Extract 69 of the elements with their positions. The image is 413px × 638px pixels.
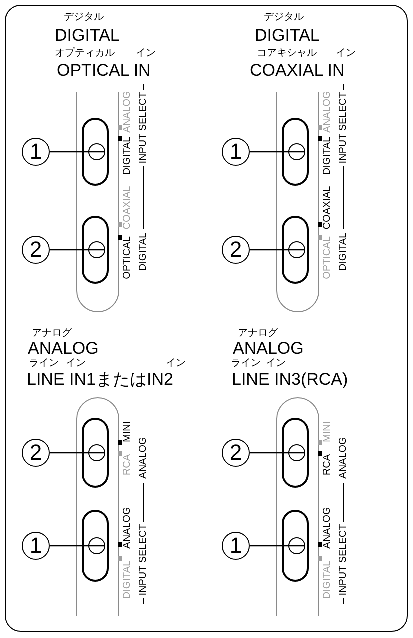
leader-line xyxy=(250,151,282,153)
switch-position-label: INPUT SELECT xyxy=(139,524,149,596)
input-heading: ANALOG xyxy=(28,340,99,357)
switch-position-label: RCA xyxy=(123,454,133,476)
input-heading: DIGITAL xyxy=(55,27,120,44)
leader-line xyxy=(250,452,282,454)
switch-position-label: RCA xyxy=(323,454,333,476)
slide-switch xyxy=(82,216,109,284)
leader-line xyxy=(250,545,282,547)
switch-position-label: INPUT SELECT xyxy=(339,92,349,164)
callout-number: 1 xyxy=(22,138,50,166)
slide-switch xyxy=(282,510,309,582)
furigana-text: イン xyxy=(66,359,86,369)
switch-position-label: DIGITAL xyxy=(123,560,133,600)
callout-number: 1 xyxy=(222,138,250,166)
callout-number: 1 xyxy=(222,532,250,560)
slide-switch xyxy=(282,418,309,488)
leader-line xyxy=(50,249,82,251)
furigana-text: ライン xyxy=(231,359,261,369)
furigana-text: イン xyxy=(336,49,356,59)
switch-position-label: ANALOG xyxy=(123,91,133,133)
furigana-text: デジタル xyxy=(64,13,104,23)
input-heading: LINE IN3(RCA) xyxy=(232,371,348,388)
switch-position-label: MINI xyxy=(123,421,133,443)
leader-line xyxy=(50,545,82,547)
input-heading: LINE IN1またはIN2 xyxy=(27,371,174,388)
input-heading: ANALOG xyxy=(233,340,304,357)
switch-position-label: DIGITAL xyxy=(123,136,133,176)
switch-position-label: DIGITAL xyxy=(323,136,333,176)
switch-position-label: INPUT SELECT xyxy=(339,524,349,596)
furigana-text: イン xyxy=(166,359,186,369)
switch-position-label: DIGITAL xyxy=(339,232,349,272)
callout-number: 2 xyxy=(22,439,50,467)
switch-position-label: DIGITAL xyxy=(139,232,149,272)
switch-position-label: MINI xyxy=(323,421,333,443)
furigana-text: イン xyxy=(266,359,286,369)
switch-position-label: INPUT SELECT xyxy=(139,92,149,164)
switch-position-label: ANALOG xyxy=(323,91,333,133)
slide-switch xyxy=(82,118,109,186)
switch-position-label: ANALOG xyxy=(339,437,349,479)
switch-position-label: OPTICAL xyxy=(123,236,133,280)
leader-line xyxy=(50,151,82,153)
switch-position-label: COAXIAL xyxy=(323,186,333,230)
callout-number: 2 xyxy=(22,236,50,264)
furigana-text: アナログ xyxy=(32,329,72,339)
slide-switch xyxy=(82,510,109,582)
callout-number: 1 xyxy=(22,532,50,560)
furigana-text: デジタル xyxy=(264,13,304,23)
leader-line xyxy=(50,452,82,454)
slide-switch xyxy=(82,418,109,488)
slide-switch xyxy=(282,216,309,284)
switch-position-label: ANALOG xyxy=(123,507,133,549)
furigana-text: コアキシャル xyxy=(257,49,317,59)
slide-switch xyxy=(282,118,309,186)
switch-position-label: ANALOG xyxy=(323,507,333,549)
switch-position-label: DIGITAL xyxy=(323,560,333,600)
furigana-text: ライン xyxy=(29,359,59,369)
callout-number: 2 xyxy=(222,236,250,264)
input-heading: DIGITAL xyxy=(255,27,320,44)
furigana-text: イン xyxy=(136,49,156,59)
switch-position-label: COAXIAL xyxy=(123,186,133,230)
callout-number: 2 xyxy=(222,439,250,467)
input-heading: COAXIAL IN xyxy=(250,62,345,79)
furigana-text: アナログ xyxy=(238,329,278,339)
switch-position-label: OPTICAL xyxy=(323,236,333,280)
furigana-text: オプティカル xyxy=(55,49,115,59)
leader-line xyxy=(250,249,282,251)
switch-position-label: ANALOG xyxy=(139,437,149,479)
input-heading: OPTICAL IN xyxy=(57,62,151,79)
